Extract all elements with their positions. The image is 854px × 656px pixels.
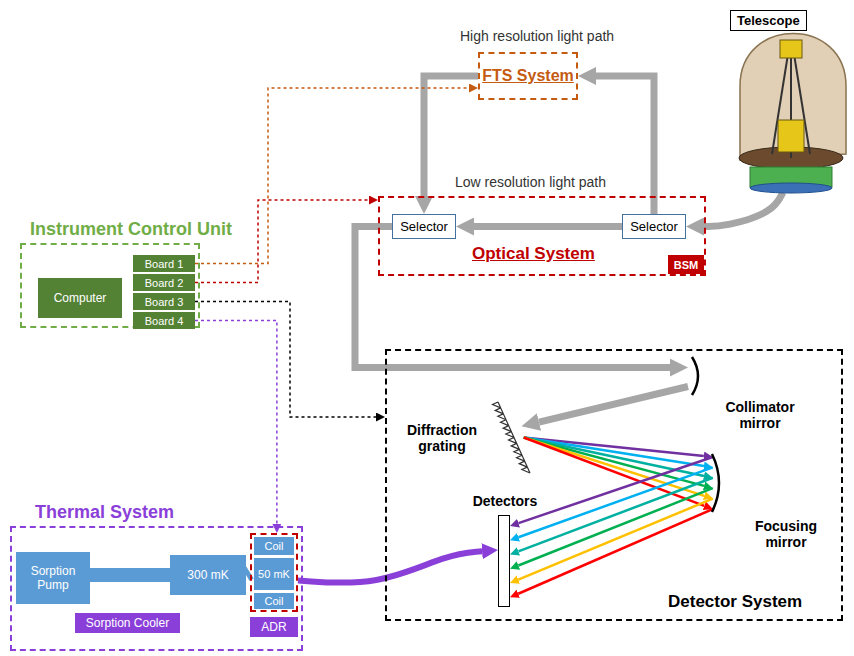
bsm-box-label: BSM <box>674 259 698 271</box>
connector-line <box>596 76 654 214</box>
connector <box>539 387 688 423</box>
board-box: Board 3 <box>133 293 195 310</box>
connector-line <box>524 438 704 496</box>
connector-line <box>195 88 469 264</box>
grating-illustration <box>490 400 535 475</box>
control-unit-box-label: Instrument Control Unit <box>30 219 232 240</box>
focusing-mirror: Focusing mirror <box>708 452 724 514</box>
selector-box-label: Selector <box>400 219 448 234</box>
board-box-label: Board 4 <box>145 315 184 327</box>
grating-teeth <box>493 402 530 473</box>
board-box-label: Board 3 <box>145 296 184 308</box>
connector-line <box>195 321 277 525</box>
connector-line <box>539 387 688 423</box>
tele-illustration <box>728 8 850 200</box>
board-box-label: Board 1 <box>145 258 184 270</box>
connector <box>298 551 482 582</box>
telescope: Telescope <box>728 8 850 200</box>
mirror-arc <box>692 357 698 395</box>
detector-array: Detectors <box>498 515 510 607</box>
temperature-box: 300 mK <box>170 555 246 595</box>
coil-box-label: Coil <box>265 596 284 607</box>
sorption-pump-box-label: Sorption Pump <box>16 564 90 592</box>
temperature-box-label: 300 mK <box>187 568 228 582</box>
selector-box: Selector <box>392 214 456 239</box>
connector-line <box>298 551 482 582</box>
optical-system-box: Selector SelectorBSM Optical System <box>378 196 706 276</box>
coil-box-label: Coil <box>265 541 284 552</box>
mirror-illustration <box>688 355 702 397</box>
sorption-cooler-band-label: Sorption Cooler <box>86 616 169 630</box>
connector <box>704 192 783 226</box>
detector-system-box: Collimator mirrorDiffraction gratingFocu… <box>385 349 843 621</box>
connector-line <box>195 302 376 418</box>
connector <box>195 321 277 525</box>
selector-box: Selector <box>622 214 686 239</box>
connector-line <box>704 192 783 226</box>
connector <box>195 88 469 264</box>
board-box-label: Board 2 <box>145 277 184 289</box>
connector <box>195 302 376 418</box>
path-label: High resolution light path <box>460 28 614 44</box>
connector <box>355 227 670 368</box>
detector-array-label: Detectors <box>470 493 540 509</box>
connector <box>524 438 705 506</box>
mirror-illustration <box>708 452 724 514</box>
connector-line <box>518 499 712 580</box>
connector-line <box>524 438 705 506</box>
board-box: Board 2 <box>133 274 195 291</box>
fts-system-box: FTS System <box>478 52 578 100</box>
computer-box-label: Computer <box>54 291 107 305</box>
bsm-box: BSM <box>668 255 704 274</box>
connector-line <box>518 488 712 565</box>
temperature-box-label: 50 mK <box>258 569 290 580</box>
connector <box>518 457 713 594</box>
mirror-arc <box>712 454 719 512</box>
connector-line <box>524 438 704 486</box>
collimator-mirror-label: Collimator mirror <box>718 399 802 431</box>
temperature-box: 50 mK <box>254 558 294 590</box>
connector <box>90 574 170 575</box>
path-label: Low resolution light path <box>455 174 606 190</box>
connector <box>596 76 654 214</box>
coil-box: Coil <box>254 593 294 609</box>
fts-system-box-label: FTS System <box>482 67 574 85</box>
computer-box: Computer <box>38 278 122 318</box>
optical-system-box-label: Optical System <box>472 244 595 264</box>
detector-system-box-label: Detector System <box>668 592 802 612</box>
sorption-pump-box: Sorption Pump <box>16 552 90 604</box>
diffraction-grating: Diffraction grating <box>490 400 535 475</box>
adr-box-label: ADR <box>250 617 298 637</box>
control-unit-box: ComputerBoard 1Board 2Board 3Board 4Inst… <box>20 243 200 328</box>
diffraction-grating-label: Diffraction grating <box>398 422 486 454</box>
telescope-drawing <box>739 34 846 194</box>
thermal-system-box-label: Thermal System <box>35 502 174 523</box>
connector <box>474 226 622 227</box>
thermal-system-box: Sorption Cooler Sorption Pump 300 mK Coil 50… <box>10 526 303 651</box>
connector-line <box>195 200 369 283</box>
connector-line <box>355 227 670 368</box>
coil-box: Coil <box>254 537 294 555</box>
telescope-label: Telescope <box>730 10 807 31</box>
board-box: Board 4 <box>133 312 195 329</box>
board-box: Board 1 <box>133 255 195 272</box>
connector-line <box>518 509 713 594</box>
connector <box>195 200 369 283</box>
collimator-mirror: Collimator mirror <box>688 355 702 397</box>
adr-box: Coil50 mKCoilADR <box>250 533 298 612</box>
focusing-mirror-label: Focusing mirror <box>744 518 828 550</box>
connector-line <box>474 223 622 230</box>
connector-line <box>90 568 170 582</box>
selector-box-label: Selector <box>630 219 678 234</box>
sorption-cooler-band: Sorption Cooler <box>75 613 180 633</box>
